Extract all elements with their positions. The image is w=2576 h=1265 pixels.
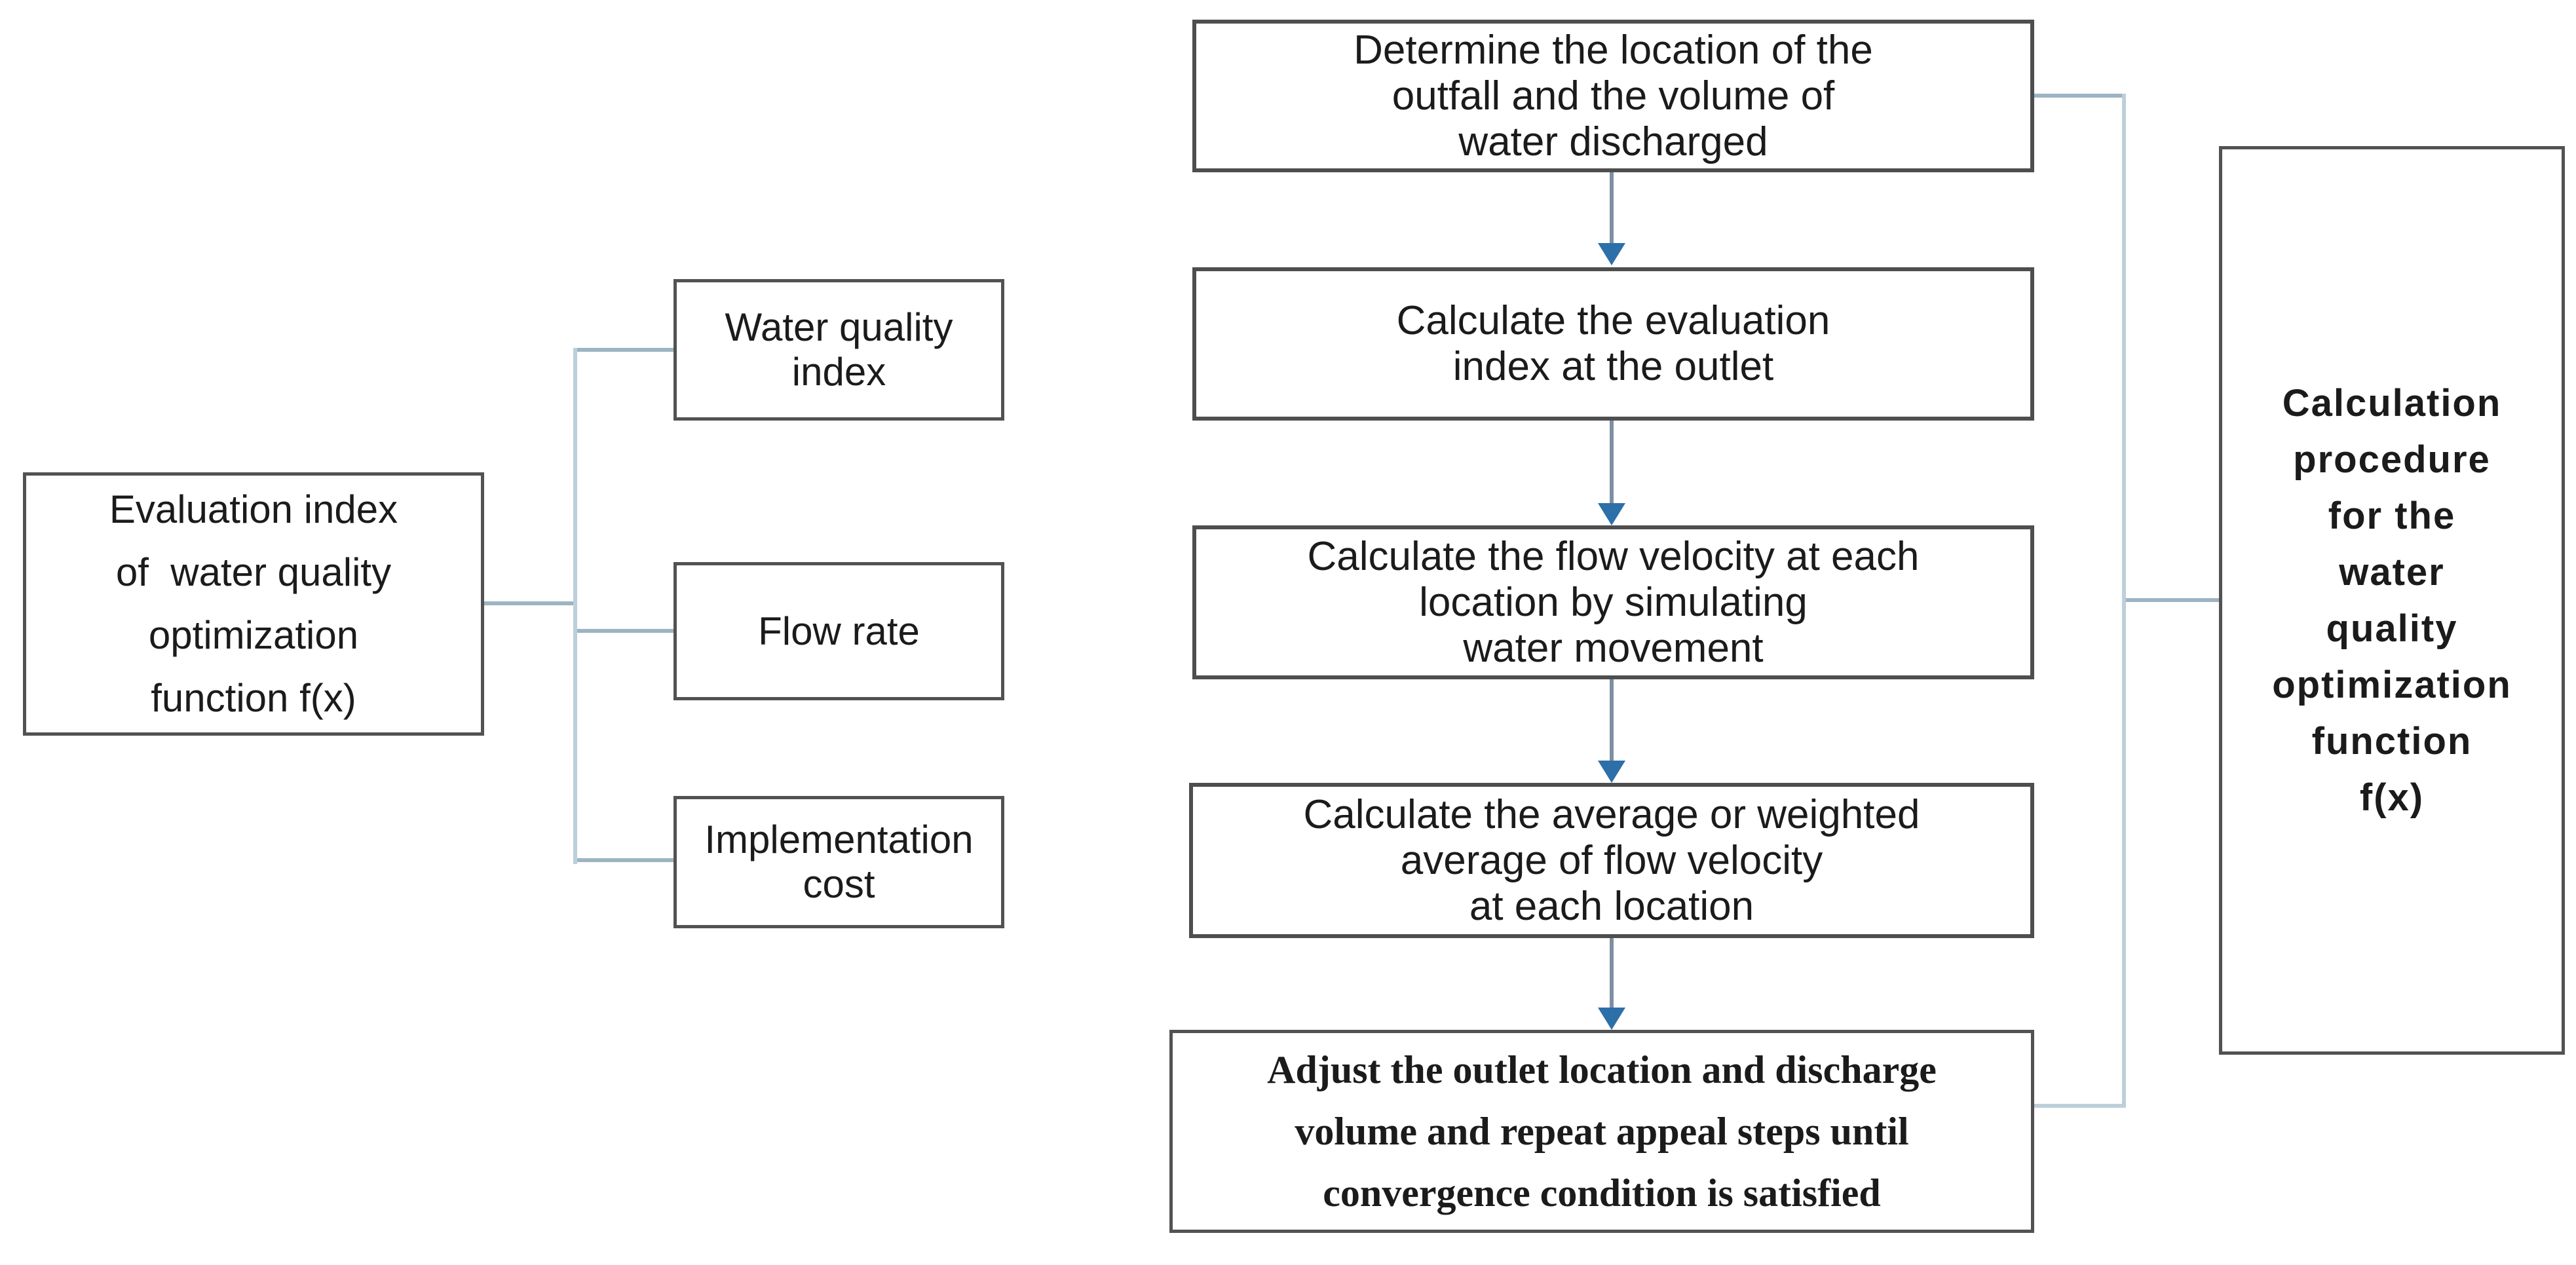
connector-stub-water-quality	[577, 348, 673, 352]
implementation-cost-box: Implementation cost	[673, 796, 1004, 928]
arrow-shaft	[1610, 421, 1614, 503]
process-step-3-box: Calculate the flow velocity at each loca…	[1192, 525, 2034, 679]
connector-bracket-to-right-box	[2126, 598, 2219, 602]
arrow-shaft	[1610, 172, 1614, 246]
calculation-procedure-box: Calculation procedure for the water qual…	[2219, 146, 2565, 1055]
arrow-down-icon	[1598, 761, 1625, 783]
flow-rate-box: Flow rate	[673, 562, 1004, 700]
process-step-1-box: Determine the location of the outfall an…	[1192, 20, 2034, 172]
connector-stub-implementation-cost	[577, 858, 673, 862]
connector-left-bracket-vertical	[573, 348, 577, 864]
evaluation-index-box: Evaluation index of water quality optimi…	[23, 472, 484, 736]
connector-step1-to-right-bracket	[2034, 94, 2126, 98]
process-step-4-box: Calculate the average or weighted averag…	[1189, 783, 2034, 938]
process-step-2-box: Calculate the evaluation index at the ou…	[1192, 267, 2034, 421]
connector-evaluation-to-bracket	[484, 601, 577, 605]
arrow-shaft	[1610, 938, 1614, 1008]
arrow-down-icon	[1598, 503, 1625, 525]
arrow-down-icon	[1598, 243, 1625, 265]
connector-stub-flow-rate	[577, 629, 673, 633]
connector-step5-to-right-bracket	[2034, 1104, 2126, 1108]
arrow-down-icon	[1598, 1008, 1625, 1030]
process-step-5-box: Adjust the outlet location and discharge…	[1169, 1030, 2034, 1233]
arrow-shaft	[1610, 679, 1614, 761]
connector-right-bracket-vertical	[2122, 94, 2126, 1108]
water-quality-index-box: Water quality index	[673, 279, 1004, 421]
